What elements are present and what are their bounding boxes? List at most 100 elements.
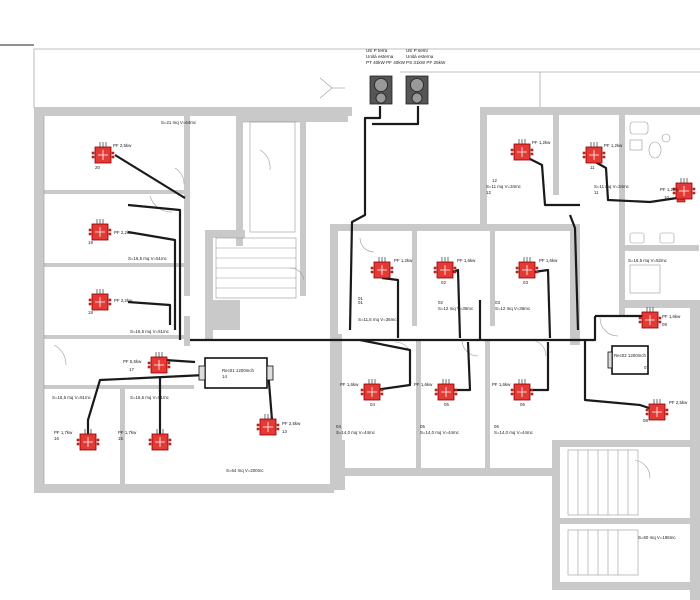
indoor-unit-label: PF 1,6kw [492,382,511,387]
heat-recovery-icon [204,357,268,389]
indoor-unit-label: PF 1,2kw [532,140,551,145]
indoor-unit-20: PF 2,5kw 20 [91,142,132,170]
room-label: S=11 mq V=34mc [486,184,522,189]
indoor-unit-label: PF 1,2kw [604,143,623,148]
indoor-unit-label: PF 1,6kw [340,382,359,387]
room-label: S=16,5 mq V=51mc [128,256,168,261]
outdoor-unit-b-line3: PS 31kW PF 25kW [406,60,446,65]
indoor-unit-number: 06 [520,402,525,407]
indoor-unit-number: 10 [664,195,669,200]
room-label: S=14,0 mq V=44mc [420,430,460,435]
room-number: 12 [486,190,491,195]
indoor-unit-04: PF 1,6kw 04 [340,379,384,407]
indoor-unit-label: PF 1,6kw [539,258,558,263]
room-label: S=16,5 mq V=51mc [130,395,170,400]
room-label: S=16,5 mq V=51mc [130,329,170,334]
room-label: S=12 mq V=36mc [495,306,531,311]
indoor-unit-02: PF 1,6kw 02 [433,257,476,285]
indoor-unit-label: PF 1,6kw [414,382,433,387]
indoor-unit-number: 04 [370,402,375,407]
indoor-unit-11: PF 1,2kw 11 [582,142,623,170]
indoor-unit-06: PF 1,6kw 06 [492,379,534,407]
refrigerant-pipes [86,106,678,440]
recuperator-07-name: Rec02 1200mch [614,353,647,358]
outdoor-fan-icon [369,75,393,105]
indoor-unit-09: PF 1,6kw 09 [638,307,681,329]
indoor-unit-label: PF 1,7kw [118,430,137,435]
indoor-unit-number: 16 [54,436,59,441]
room-label: S=21 mq V=64mc [161,120,197,125]
indoor-unit-number: 09 [662,322,667,327]
indoor-unit-label: PF 2,2kw [114,230,133,235]
outdoor-unit-a-line2: Unità esterna [366,54,394,59]
indoor-unit-label: PF 1,2kw [660,187,679,192]
room-number: 11 [594,190,599,195]
indoor-unit-label: PF 1,7kw [54,430,73,435]
indoor-unit-label: PF 1,6kw [457,258,476,263]
outdoor-unit-a-line1: UE P terra [366,48,388,53]
outdoor-fan-icon [405,75,429,105]
indoor-unit-number: 12 [492,178,497,183]
indoor-unit-label: PF 1,2kw [394,258,413,263]
recuperators: Rec01 1200mch 14 Rec02 1200mch 07 [198,345,649,389]
recuperator-14-id: 14 [222,374,227,379]
indoor-unit-label: PF 2,5kw [113,143,132,148]
room-labels: S=21 mq V=64mc S=16,5 mq V=51mc S=16,5 m… [52,120,676,540]
interior-lines [43,116,675,576]
indoor-unit-number: 13 [282,429,287,434]
room-label: S=14,0 mq V=44mc [494,430,534,435]
indoor-unit-03: PF 1,6kw 03 [515,257,558,285]
indoor-unit-01: PF 1,2kw 01 [358,257,413,301]
indoor-unit-12: PF 1,2kw 12 [492,139,551,183]
room-label: S=64 mq V=200mc [226,468,264,473]
room-number: 03 [495,300,500,305]
room-label: S=11 mq V=34mc [594,184,630,189]
room-number: 05 [420,424,425,429]
indoor-unit-08: PF 2,5kw 08 [643,399,688,423]
room-label: S=16,5 mq V=51mc [52,395,92,400]
outdoor-unit-b-line1: UE P semi [406,48,428,53]
indoor-unit-number: 20 [95,165,100,170]
room-number: 01 [358,300,363,305]
room-label: S=16,5 mq V=52mc [628,258,668,263]
room-label: S=11,5 mq V=36mc [358,317,397,322]
heat-recovery-icon [611,345,649,375]
outdoor-unit-b-line2: Unità esterna [406,54,434,59]
room-number: 04 [336,424,341,429]
indoor-unit-label: PF 2,5kw [282,421,301,426]
indoor-unit-label: PF 2,5kw [669,400,688,405]
indoor-unit-10: PF 1,2kw 10 [660,178,696,200]
indoor-units: PF 2,5kw 20 PF 2,2kw 19 PF 2,2kw 18 PF 5,5kw 17… [54,139,696,451]
indoor-unit-number: 19 [88,240,93,245]
indoor-unit-number: 18 [88,310,93,315]
room-number: 06 [494,424,499,429]
room-number: 02 [438,300,443,305]
outdoor-units: UE P terra Unità esterna PT 40kW PF 40kW… [366,48,446,105]
indoor-unit-number: 02 [441,280,446,285]
indoor-unit-number: 03 [523,280,528,285]
indoor-unit-number: 11 [590,165,595,170]
recuperator-14-name: Rec01 1200mch [222,368,255,373]
indoor-unit-19: PF 2,2kw 19 [88,219,133,245]
indoor-unit-17: PF 5,5kw 17 [123,352,171,374]
room-label: S=60 mq V=186mc [638,535,676,540]
indoor-unit-number: 01 [358,296,363,301]
indoor-unit-label: PF 5,5kw [123,359,142,364]
indoor-unit-number: 15 [118,436,123,441]
indoor-unit-number: 08 [643,418,648,423]
architecture [0,44,700,600]
indoor-unit-18: PF 2,2kw 18 [88,289,133,315]
indoor-unit-13: PF 2,5kw 13 [256,414,301,436]
outdoor-unit-a-line3: PT 40kW PF 40kW [366,60,406,65]
indoor-unit-label: PF 1,6kw [662,314,681,319]
indoor-unit-number: 17 [129,367,134,372]
room-label: S=14,0 mq V=44mc [336,430,376,435]
recuperator-07: Rec02 1200mch 07 [607,345,649,375]
room-label: S=12 mq V=36mc [438,306,474,311]
indoor-unit-label: PF 2,2kw [114,298,133,303]
walls [34,107,700,600]
recuperator-14: Rec01 1200mch 14 [198,357,274,389]
